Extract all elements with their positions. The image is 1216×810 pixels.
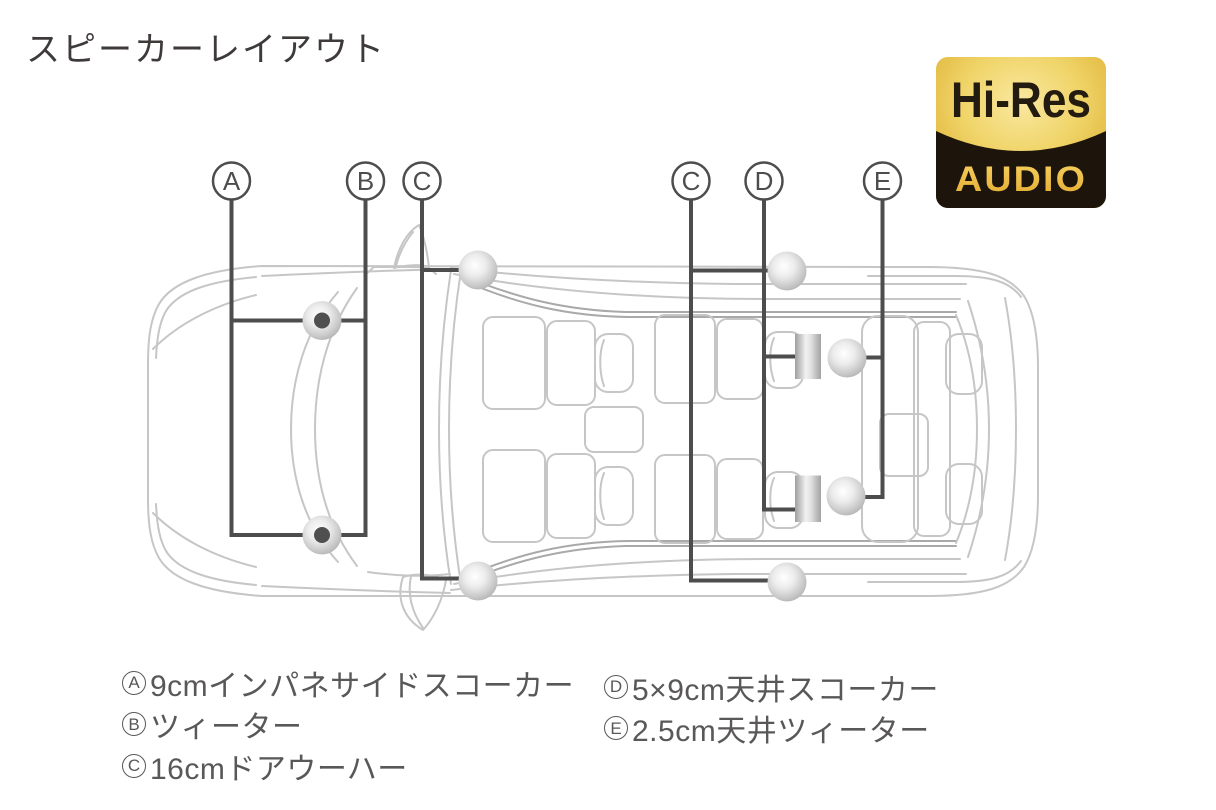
second-row-seat-top: [654, 314, 804, 404]
page-title: スピーカーレイアウト: [26, 31, 386, 69]
side-mirror-top: [365, 224, 437, 275]
marker-c-front: C: [402, 161, 442, 201]
hires-audio-badge: Hi-Res AUDIO: [936, 57, 1106, 208]
legend-text-b: ツィーター: [150, 711, 303, 745]
door-woofer-rear-bottom: [767, 562, 807, 602]
legend-right-column: D 5×9cm天井スコーカー E 2.5cm天井ツィーター: [604, 666, 939, 749]
center-console-front: [584, 406, 644, 453]
front-seat-bottom: [482, 449, 634, 543]
marker-e: E: [862, 161, 903, 201]
callout-c-rear-stem: [689, 199, 769, 583]
marker-b-letter: B: [357, 166, 374, 196]
legend-item-e: E 2.5cm天井ツィーター: [604, 708, 939, 750]
car-top-view: [147, 224, 1039, 631]
marker-d-letter: D: [755, 166, 774, 196]
legend-text-e: 2.5cm天井ツィーター: [632, 715, 930, 749]
callout-a-b-frame: [229, 199, 368, 537]
legend-text-d: 5×9cm天井スコーカー: [632, 673, 939, 707]
legend-circle-c: C: [122, 753, 146, 778]
door-woofer-front-top: [458, 250, 498, 290]
marker-c-rear-letter: C: [682, 166, 701, 196]
legend-text-a: 9cmインパネサイドスコーカー: [150, 669, 575, 703]
markers: A B C C D E: [211, 161, 903, 201]
speakers: [302, 250, 867, 602]
marker-e-letter: E: [874, 166, 891, 196]
callout-e-stem: [863, 199, 885, 499]
legend-circle-a: A: [122, 670, 146, 695]
door-woofer-rear-top: [767, 251, 807, 291]
legend-text-c: 16cmドアウーハー: [150, 752, 408, 786]
second-row-seat-bottom: [654, 454, 804, 544]
ceiling-squawker-top: [795, 334, 821, 379]
marker-d: D: [744, 161, 784, 201]
legend-item-b: B ツィーター: [122, 704, 574, 746]
legend-item-a: A 9cmインパネサイドスコーカー: [122, 662, 574, 704]
legend-left-column: A 9cmインパネサイドスコーカー B ツィーター C 16cmドアウーハー: [122, 662, 574, 787]
hires-audio-badge-graphic: Hi-Res AUDIO: [936, 57, 1106, 208]
legend-circle-b: B: [122, 712, 146, 737]
marker-c-rear: C: [671, 161, 711, 201]
legend-item-c: C 16cmドアウーハー: [122, 745, 574, 787]
callout-lines: [229, 199, 885, 583]
badge-black-curve: [936, 131, 1106, 208]
ceiling-tweeter-bottom: [826, 476, 866, 516]
ceiling-tweeter-top: [827, 338, 867, 378]
marker-a: A: [211, 161, 252, 201]
ceiling-squawker-bottom: [795, 475, 821, 522]
center-console-rear: [879, 413, 929, 477]
dash-tweeter-dot-bottom: [314, 527, 330, 543]
callout-d-stem: [762, 199, 796, 512]
marker-c-front-letter: C: [413, 166, 432, 196]
front-seat-top: [482, 316, 634, 410]
car-body-outline: [147, 265, 1039, 597]
legend-circle-e: E: [604, 716, 628, 741]
legend-circle-d: D: [604, 674, 628, 699]
side-mirror-bottom: [367, 571, 451, 631]
third-row-bench: [861, 315, 983, 543]
badge-hires-text: Hi-Res: [951, 72, 1091, 128]
marker-a-letter: A: [223, 166, 241, 196]
marker-b: B: [345, 161, 386, 201]
legend-item-d: D 5×9cm天井スコーカー: [604, 666, 939, 708]
callout-c-front-stem: [420, 199, 460, 581]
badge-audio-text: AUDIO: [955, 160, 1087, 199]
dash-tweeter-dot-top: [314, 312, 330, 329]
door-woofer-front-bottom: [458, 561, 498, 601]
